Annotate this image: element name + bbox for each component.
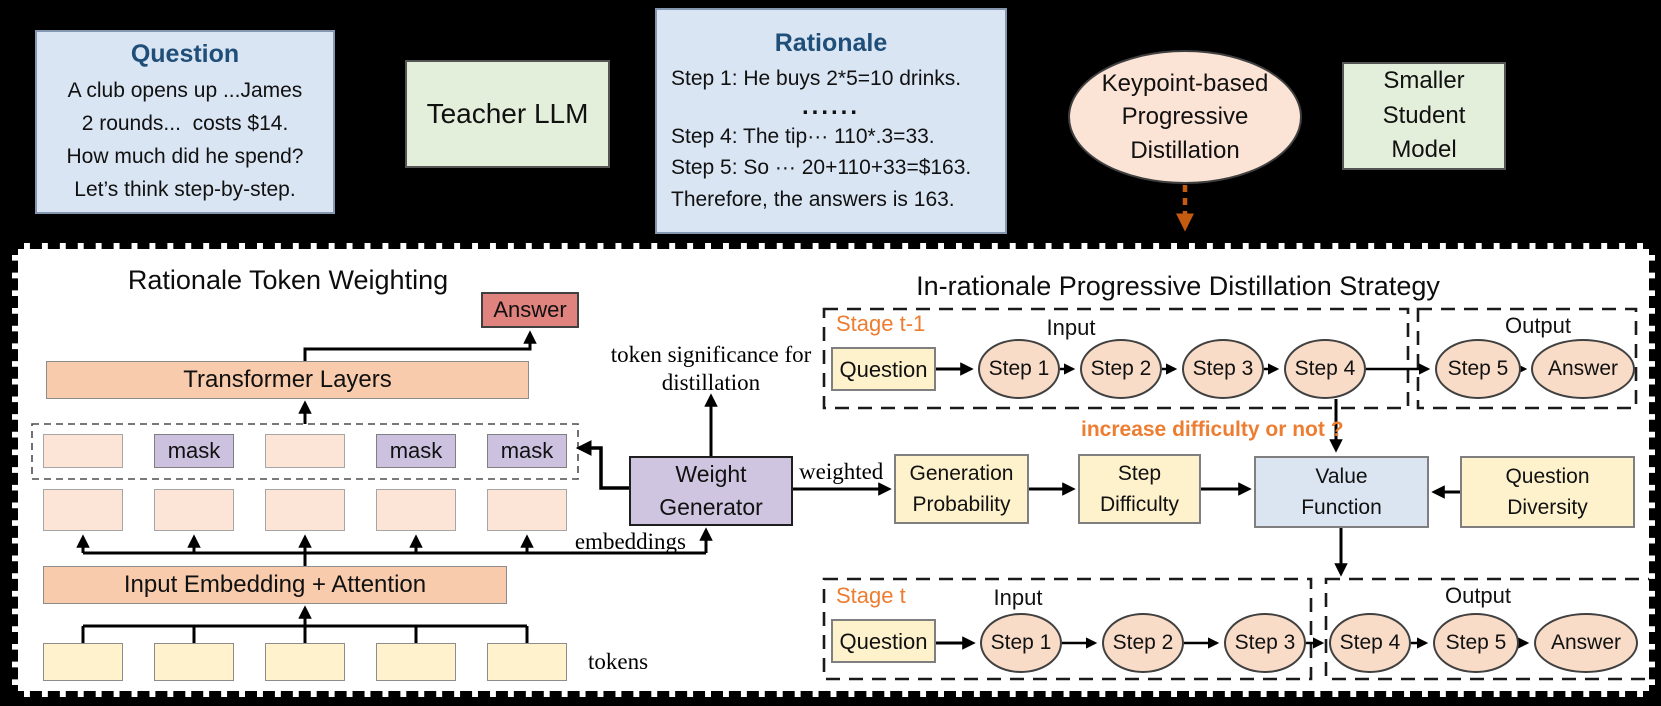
step-ellipse: Step 2 [1080,339,1162,399]
step-ellipse: Step 5 [1435,339,1521,399]
token-box [487,643,567,681]
distillation-arrow-icon [1176,185,1194,232]
step-ellipse: Step 4 [1329,613,1411,673]
hidden-token-box [265,434,345,468]
rationale-line: Step 4: The tip··· 110*.3=33. [671,124,935,148]
right-section-title: In-rationale Progressive Distillation St… [916,271,1440,301]
tokens-label: tokens [588,649,649,674]
stage-curr-label: Stage t [836,583,906,608]
main-panel: Rationale Token Weighting Answer Transfo… [12,243,1655,697]
step-ellipse: Step 3 [1182,339,1264,399]
mask-box: mask [487,434,567,468]
teacher-llm-box: Teacher LLM [405,60,610,168]
token-box [376,643,456,681]
stage-curr-output-label: Output [1444,583,1512,608]
token-box [154,643,234,681]
question-line: How much did he spend? [66,144,304,168]
step-ellipse: Step 5 [1433,613,1519,673]
rationale-box: Rationale Step 1: He buys 2*5=10 drinks.… [655,8,1007,234]
rationale-line: Therefore, the answers is 163. [671,187,955,211]
keypoint-distillation-ellipse: Keypoint-based Progressive Distillation [1068,50,1302,184]
token-significance-label: token significance for distillation [610,342,812,396]
token-box [43,643,123,681]
stage-prev-output-label: Output [1504,313,1572,338]
left-section-title: Rationale Token Weighting [127,265,449,295]
step-ellipse: Step 1 [978,339,1060,399]
question-line: 2 rounds... costs $14. [81,111,289,135]
embedding-box [487,489,567,531]
embedding-box [376,489,456,531]
question-box: Question A club opens up ...James 2 roun… [35,30,335,214]
rationale-line: Step 1: He buys 2*5=10 drinks. [671,66,962,90]
transformer-layers-box: Transformer Layers [46,361,529,399]
value-function-box: Value Function [1254,456,1429,528]
stage-prev-question-box: Question [831,347,936,391]
rationale-ellipsis-line: ...... [801,93,860,121]
question-line: A club opens up ...James [67,78,303,102]
step-ellipse: Step 4 [1284,339,1366,399]
embedding-box [265,489,345,531]
step-ellipse: Step 3 [1224,613,1306,673]
token-box [265,643,345,681]
answer-ellipse: Answer [1534,613,1638,673]
rationale-box-title: Rationale [774,28,888,57]
mask-box: mask [376,434,456,468]
question-line: Let’s think step-by-step. [74,178,296,202]
embedding-box [154,489,234,531]
question-diversity-box: Question Diversity [1460,456,1635,528]
generation-probability-box: Generation Probability [894,454,1029,524]
step-ellipse: Step 1 [980,613,1062,673]
step-ellipse: Step 2 [1102,613,1184,673]
answer-ellipse: Answer [1531,339,1635,399]
student-model-box: Smaller Student Model [1342,62,1506,170]
increase-difficulty-label: increase difficulty or not ? [1081,418,1344,441]
mask-box: mask [154,434,234,468]
answer-output-box: Answer [481,292,579,328]
input-embedding-attention-box: Input Embedding + Attention [43,566,507,604]
stage-curr-question-box: Question [831,619,936,663]
embeddings-label: embeddings [574,529,686,554]
weighted-label: weighted [799,459,884,484]
hidden-token-box [43,434,123,468]
stage-curr-input-label: Input [993,585,1043,610]
weight-generator-box: Weight Generator [629,456,793,526]
question-box-title: Question [130,39,240,68]
step-difficulty-box: Step Difficulty [1078,454,1201,524]
stage-prev-input-label: Input [1046,315,1096,340]
embedding-box [43,489,123,531]
stage-prev-label: Stage t-1 [836,311,926,336]
rationale-line: Step 5: So ··· 20+110+33=$163. [671,156,972,180]
